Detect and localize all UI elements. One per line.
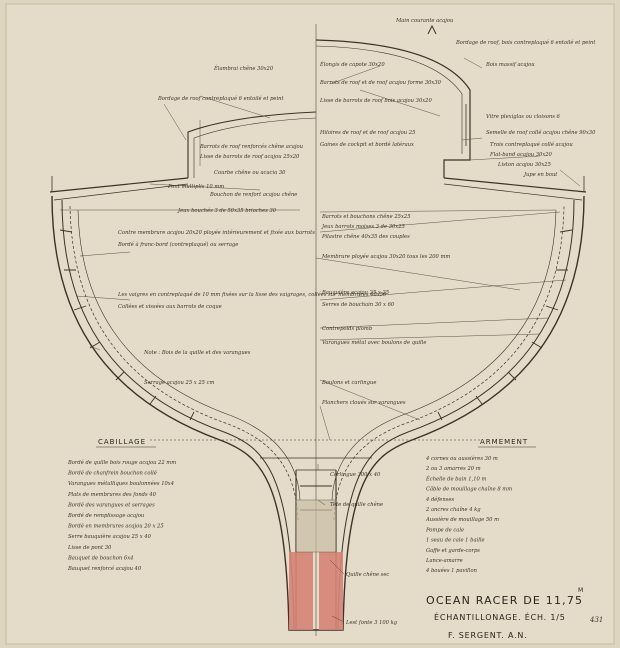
note-toe-rail: Jupe en bout — [523, 172, 558, 178]
armement-line: 1 seau de cale 1 baille — [426, 538, 485, 544]
note-capping: Élongis de capote 30x20 — [319, 60, 385, 68]
deck-beam — [53, 183, 583, 201]
note-bilge-stringer: Serres de bouchain 30 x 60 — [322, 302, 395, 308]
note-liston: Liston acajou 30x25 — [497, 162, 551, 168]
note-stringer: Serrage acajou 25 x 25 cm — [144, 380, 215, 386]
note-coaming: Hiloires de roof et de roof acajou 25 — [319, 130, 415, 136]
note-bolts: Boulons et carlingue — [321, 380, 376, 386]
note-reinforced-beams: Barrots de roof renforcés chêne acajou — [199, 143, 303, 150]
frame-ticks — [59, 229, 573, 421]
corner-mark: 431 — [589, 616, 603, 624]
note-inner-frame: Contre membrure acajou 20x20 ployée inté… — [118, 229, 315, 236]
armement-line: Échelle de bain 1,10 m — [425, 474, 486, 482]
note-keel-wood: Note : Bois de la quille et des varangue… — [143, 350, 251, 356]
cabillage-line: Bordé en membrures acajou 20 x 25 — [67, 523, 164, 530]
note-doghouse-planking: Bordage de roof, bois contreplaqué 6 ent… — [455, 39, 596, 46]
armement-line: Aussière de mouillage 50 m — [425, 516, 499, 523]
armement-line: 4 défenses — [425, 496, 454, 503]
note-plug: Bouchon de renfort acajou chêne — [209, 191, 297, 198]
note-flatband: Flat-band acajou 30x20 — [489, 152, 553, 158]
armement-line: Gaffe et garde-corps — [426, 548, 480, 554]
armement-block: ARMEMENT 4 cornes ou aussières 30 m 2 ou … — [425, 438, 536, 574]
note-keel-head: Tête de quille chêne — [330, 501, 383, 508]
cabillage-line: Bauquet de bouchon 6x4 — [67, 555, 133, 561]
note-beams-plugs: Barrots et bouchons chêne 25x25 — [321, 213, 411, 220]
title-block: OCEAN RACER DE 11,75 M ÉCHANTILLONAGE. É… — [426, 587, 603, 640]
hull-frames — [69, 205, 565, 521]
cabillage-line: Bordé de quille bois rouge acajou 22 mm — [67, 459, 176, 466]
coachroof-port-inner — [193, 117, 317, 178]
armement-line: 4 bouées 1 pavillon — [425, 567, 477, 574]
cabillage-line: Serre bauquière acajou 25 x 40 — [68, 533, 152, 540]
doghouse-starboard — [315, 39, 471, 178]
keel-timber-hatch — [295, 499, 337, 553]
annotations: Main courante acajou Bordage de roof, bo… — [117, 18, 596, 626]
armement-heading: ARMEMENT — [480, 438, 528, 446]
cabillage-line: Bauquet renforcé acajou 40 — [67, 565, 142, 572]
lead-ballast-port — [289, 552, 313, 630]
note-beam-shelf: Lisse de barrots de roof bois acajou 30x… — [319, 98, 432, 104]
stanchions — [51, 176, 585, 192]
armement-line: 4 cornes ou aussières 30 m — [425, 455, 498, 462]
cabillage-block: CABILLAGE Bordé de quille bois rouge aca… — [67, 438, 176, 572]
note-shelf: Bauquière acajou 25 x 25 — [321, 289, 389, 296]
note-roof-sill: Semelle de roof collé acajou chêne 90x30 — [486, 129, 596, 136]
title-unit: M — [578, 587, 584, 594]
note-keel-oak: Quille chêne sec — [346, 571, 389, 578]
note-handrail: Main courante acajou — [395, 18, 453, 24]
note-port-roof-planking: Bordage de roof contreplaqué 6 entoilé e… — [157, 95, 284, 102]
cabillage-heading: CABILLAGE — [98, 438, 146, 446]
title-author: F. SERGENT. A.N. — [448, 631, 528, 640]
note-solid-wood: Bois massif acajou — [485, 62, 535, 68]
note-ballast: Lest fonte 3 100 kg — [345, 620, 398, 626]
armement-line: 2 ou 3 amarres 20 m — [425, 466, 481, 472]
note-deck-ply: Pont multiplis 10 mm — [167, 184, 224, 190]
note-ceiling: Les vaigres en contreplaqué de 10 mm fix… — [117, 291, 387, 298]
cabillage-line: Lisse de pont 30 — [67, 545, 112, 551]
note-keelson: Carlingue 300 x 40 — [330, 472, 381, 478]
note-glued: Collées et vissées aux barrots de coque — [118, 303, 222, 310]
deck-line — [49, 177, 587, 193]
hull-outer-planking — [51, 195, 585, 631]
cabillage-line: Varangues métalliques boulonnées 10x4 — [68, 480, 174, 487]
note-floors: Varangues métal avec boulons de quille — [322, 339, 426, 346]
note-sole: Planchers cloués sur varangues — [321, 399, 406, 406]
cabillage-line: Plats de membrures des fonds 40 — [67, 492, 157, 498]
armement-line: Câble de mouillage chaîne 8 mm — [426, 486, 512, 493]
cabillage-line: Bordé de chanfrein bouchon collé — [67, 470, 157, 477]
note-pilaster: Pilastre chêne 40x35 des couples — [321, 233, 410, 240]
note-roof-beams: Barrots de roof et de roof acajou forme … — [319, 80, 442, 86]
handrail — [427, 24, 437, 35]
cabillage-line: Bordé des varangues et serrages — [67, 501, 155, 508]
title-scale: ÉCHANTILLONAGE. ÉCH. 1/5 — [434, 611, 566, 622]
note-window: Vitre plexiglas ou cloisons 6 — [486, 114, 561, 120]
hull-inner-planking — [61, 199, 575, 631]
note-freeboard: Bordé à franc-bord (contreplaqué) ou ser… — [117, 241, 238, 248]
lead-ballast-starboard — [319, 552, 343, 630]
armement-line: Pompe de cale — [425, 527, 464, 533]
doghouse-starboard-inner — [315, 45, 463, 154]
armement-line: Lance-amarre — [425, 558, 463, 564]
leader-lines — [60, 57, 581, 623]
note-port-shelf: Lisse de barrots de roof acajou 25x20 — [199, 154, 300, 160]
cabillage-line: Bordé de remplissage acajou — [67, 512, 144, 519]
note-carlin: Élambrai chêne 30x20 — [213, 64, 274, 72]
note-beam-clamps: Jeux barrots moises 3 de 30x25 — [321, 224, 405, 230]
note-knee: Courbe chêne ou acacia 30 — [214, 169, 286, 176]
note-plywood: Trois contreplaqué collé acajou — [490, 141, 573, 148]
note-bent-frames: Membrure ployée acajou 30x20 tous les 20… — [321, 253, 450, 260]
note-clamp: Jeux bouchés 3 de 50x35 brioches 30 — [177, 207, 277, 214]
hull-section — [49, 24, 587, 631]
note-cockpit: Gaines de cockpit et bordé latéraux — [320, 141, 414, 148]
armement-line: 2 ancres chaîne 4 kg — [425, 506, 481, 513]
title-main: OCEAN RACER DE 11,75 — [426, 594, 583, 607]
floor-timbers — [260, 457, 372, 471]
coachroof-port — [187, 111, 317, 178]
note-counterweight: Contrepoids plomb — [322, 326, 372, 332]
